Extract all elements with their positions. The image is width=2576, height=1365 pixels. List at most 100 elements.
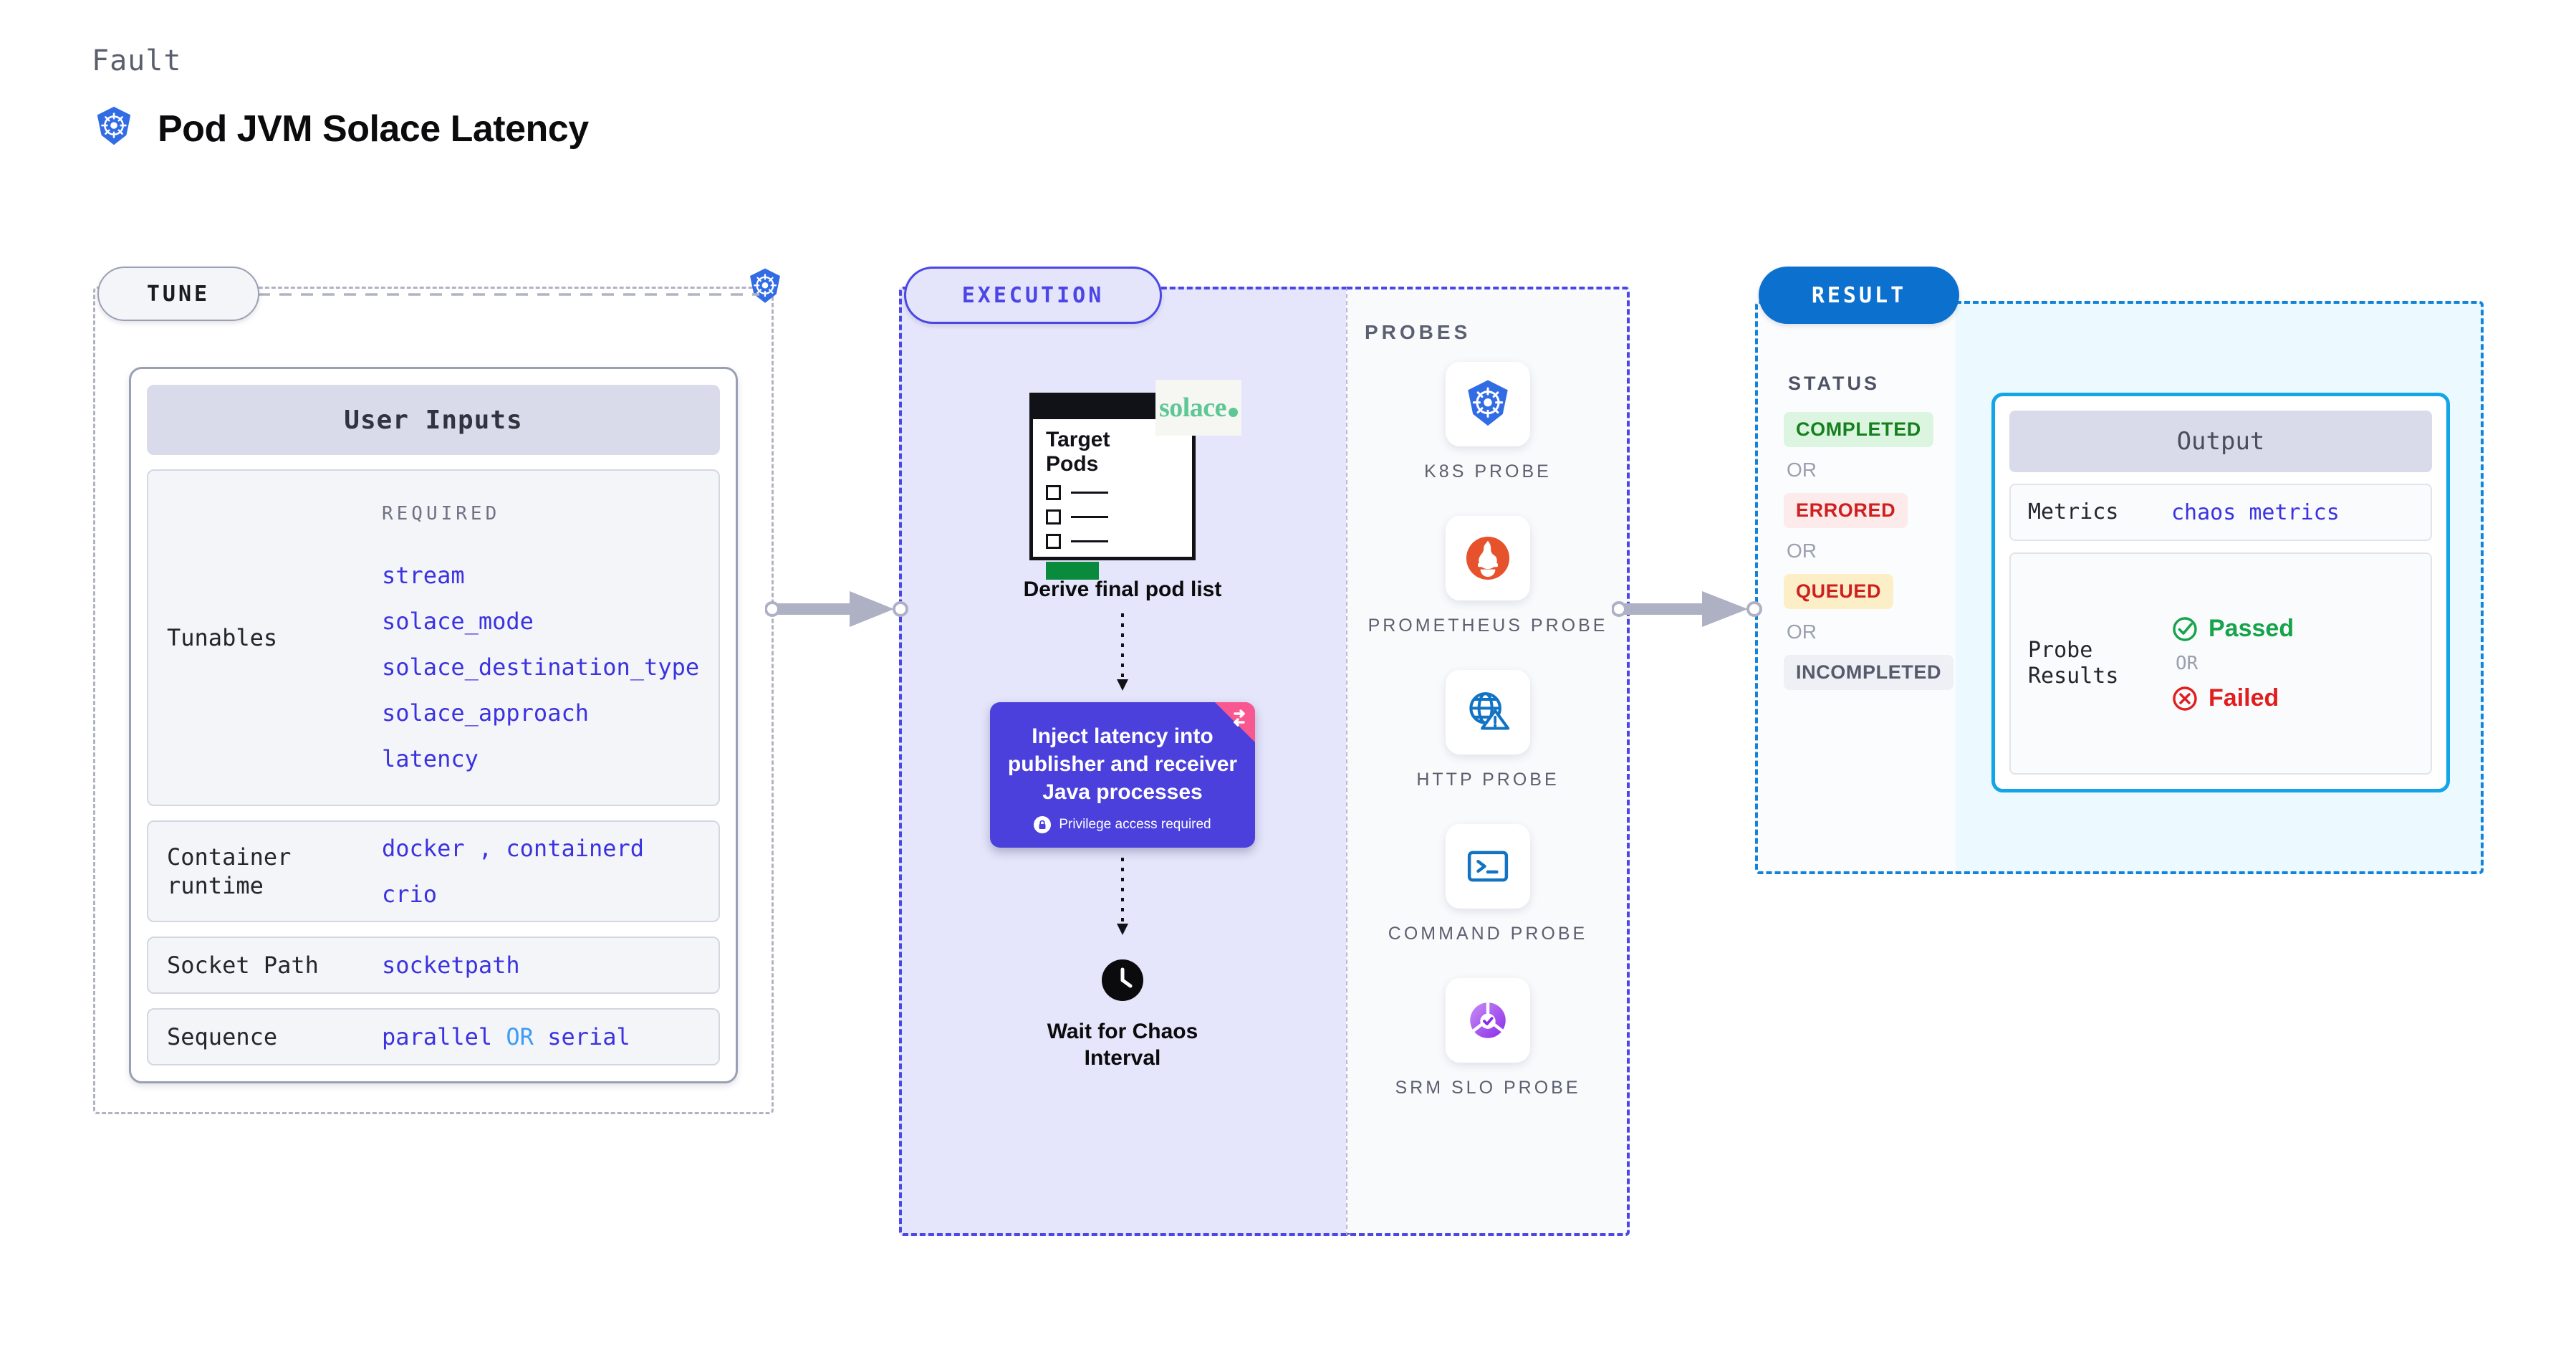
srm-slo-icon (1446, 978, 1530, 1063)
tunable-latency[interactable]: latency (382, 745, 479, 772)
container-runtime-values: docker , containerd crio (382, 835, 644, 908)
probe-results-row: Probe Results Passed OR Failed (2009, 552, 2432, 775)
privilege-note-text: Privilege access required (1059, 816, 1211, 832)
page-header: Fault Pod JVM Solace Latency (92, 44, 589, 153)
target-pods-item (1033, 534, 1192, 550)
clock-icon (1102, 959, 1143, 1001)
swap-ribbon-icon (1215, 701, 1255, 742)
solace-logo-text: solace (1158, 393, 1227, 423)
status-badge-completed: COMPLETED (1784, 412, 1933, 447)
kubernetes-icon (92, 105, 136, 153)
status-badge-queued: QUEUED (1784, 574, 1894, 609)
dotted-arrow-down (1117, 613, 1128, 691)
prometheus-icon (1446, 516, 1530, 600)
runtime-crio[interactable]: crio (382, 881, 438, 908)
tunables-label: Tunables (167, 624, 278, 651)
probe-result-failed: Failed (2171, 684, 2294, 712)
dotted-arrow-down (1117, 857, 1128, 935)
status-or: OR (1787, 459, 1817, 481)
runtime-containerd[interactable]: containerd (506, 835, 645, 862)
socket-path-value[interactable]: socketpath (382, 952, 520, 979)
probe-results-values: Passed OR Failed (2171, 615, 2294, 712)
sequence-values: parallel OR serial (382, 1023, 630, 1050)
solace-logo: solace (1155, 380, 1241, 436)
metrics-value[interactable]: chaos metrics (2171, 499, 2340, 525)
tunable-solace-mode[interactable]: solace_mode (382, 608, 534, 635)
status-badge-incompleted: INCOMPLETED (1784, 655, 1954, 690)
sequence-or: OR (506, 1023, 534, 1050)
arrow-execution-to-result (1612, 591, 1762, 627)
sequence-label: Sequence (167, 1023, 278, 1050)
probes-title: PROBES (1365, 321, 1471, 343)
user-inputs-card: User Inputs Tunables REQUIRED stream sol… (129, 367, 738, 1083)
tune-pill[interactable]: TUNE (97, 267, 259, 321)
runtime-separator: , (478, 835, 493, 862)
checkbox-icon (1046, 509, 1061, 525)
wait-for-chaos-interval: Wait for Chaos Interval (1047, 958, 1198, 1072)
required-label: REQUIRED (382, 503, 501, 525)
probe-srm-slo[interactable]: SRM SLO PROBE (1395, 978, 1581, 1101)
lock-icon (1034, 815, 1052, 833)
list-line (1071, 491, 1108, 494)
sequence-parallel[interactable]: parallel (382, 1023, 493, 1050)
result-pill[interactable]: RESULT (1759, 267, 1959, 324)
runtime-line-1[interactable]: docker , containerd (382, 835, 644, 862)
tunables-row: Tunables REQUIRED stream solace_mode sol… (147, 469, 720, 806)
probe-command[interactable]: COMMAND PROBE (1388, 824, 1587, 947)
inject-latency-card: Inject latency into publisher and receiv… (990, 701, 1255, 848)
title-row: Pod JVM Solace Latency (92, 105, 589, 153)
probe-results-or: OR (2176, 653, 2198, 674)
tune-header-dashed-line (258, 293, 759, 296)
solace-logo-dot (1229, 407, 1239, 417)
tunable-solace-destination-type[interactable]: solace_destination_type (382, 653, 700, 681)
tunable-stream[interactable]: stream (382, 562, 465, 589)
checkbox-icon (1046, 485, 1061, 501)
sequence-serial[interactable]: serial (547, 1023, 630, 1050)
list-line (1071, 540, 1108, 543)
probe-label: K8S PROBE (1424, 461, 1552, 482)
metrics-label: Metrics (2028, 499, 2119, 525)
status-title: STATUS (1788, 373, 1880, 394)
probe-label: SRM SLO PROBE (1395, 1078, 1581, 1098)
probe-http[interactable]: HTTP PROBE (1416, 670, 1559, 792)
target-pods-item (1033, 485, 1192, 501)
probe-prometheus[interactable]: PROMETHEUS PROBE (1368, 516, 1608, 638)
status-badge-errored: ERRORED (1784, 493, 1908, 528)
target-pods-item (1033, 509, 1192, 525)
derive-pod-list-caption: Derive final pod list (1023, 578, 1222, 601)
fault-label: Fault (92, 44, 182, 77)
tunable-solace-approach[interactable]: solace_approach (382, 699, 589, 727)
socket-path-row: Socket Path socketpath (147, 937, 720, 994)
output-header: Output (2009, 411, 2432, 472)
page-title: Pod JVM Solace Latency (158, 107, 589, 150)
terminal-icon (1446, 824, 1530, 909)
target-pods-title: Target Pods (1046, 428, 1110, 476)
output-card: Output Metrics chaos metrics Probe Resul… (1991, 393, 2450, 792)
probe-label: HTTP PROBE (1416, 770, 1559, 790)
kubernetes-icon (1445, 362, 1530, 446)
socket-path-label: Socket Path (167, 952, 319, 979)
runtime-docker[interactable]: docker (382, 835, 465, 862)
arrow-tune-to-execution (765, 591, 908, 627)
checkbox-icon (1046, 534, 1061, 550)
sequence-row: Sequence parallel OR serial (147, 1008, 720, 1065)
target-pods-green-bar (1046, 562, 1099, 580)
list-line (1071, 515, 1108, 519)
probe-results-label: Probe Results (2028, 638, 2119, 689)
tune-region (93, 287, 774, 1114)
execution-column: Target Pods solace Derive final pod list (899, 308, 1346, 1072)
tunables-values: REQUIRED stream solace_mode solace_desti… (382, 503, 699, 772)
probe-label: COMMAND PROBE (1388, 924, 1588, 944)
kubernetes-badge-icon (745, 267, 785, 310)
user-inputs-header: User Inputs (147, 385, 720, 455)
failed-label: Failed (2209, 684, 2279, 712)
probe-result-passed: Passed (2171, 615, 2294, 643)
wait-caption: Wait for Chaos Interval (1047, 1019, 1198, 1071)
check-circle-icon (2173, 616, 2197, 641)
status-list: COMPLETED OR ERRORED OR QUEUED OR INCOMP… (1784, 412, 1954, 690)
container-runtime-label: Container runtime (167, 843, 292, 899)
probe-k8s[interactable]: K8S PROBE (1424, 362, 1552, 484)
execution-pill[interactable]: EXECUTION (904, 267, 1162, 324)
status-or: OR (1787, 540, 1817, 562)
privilege-note: Privilege access required (1006, 815, 1239, 833)
